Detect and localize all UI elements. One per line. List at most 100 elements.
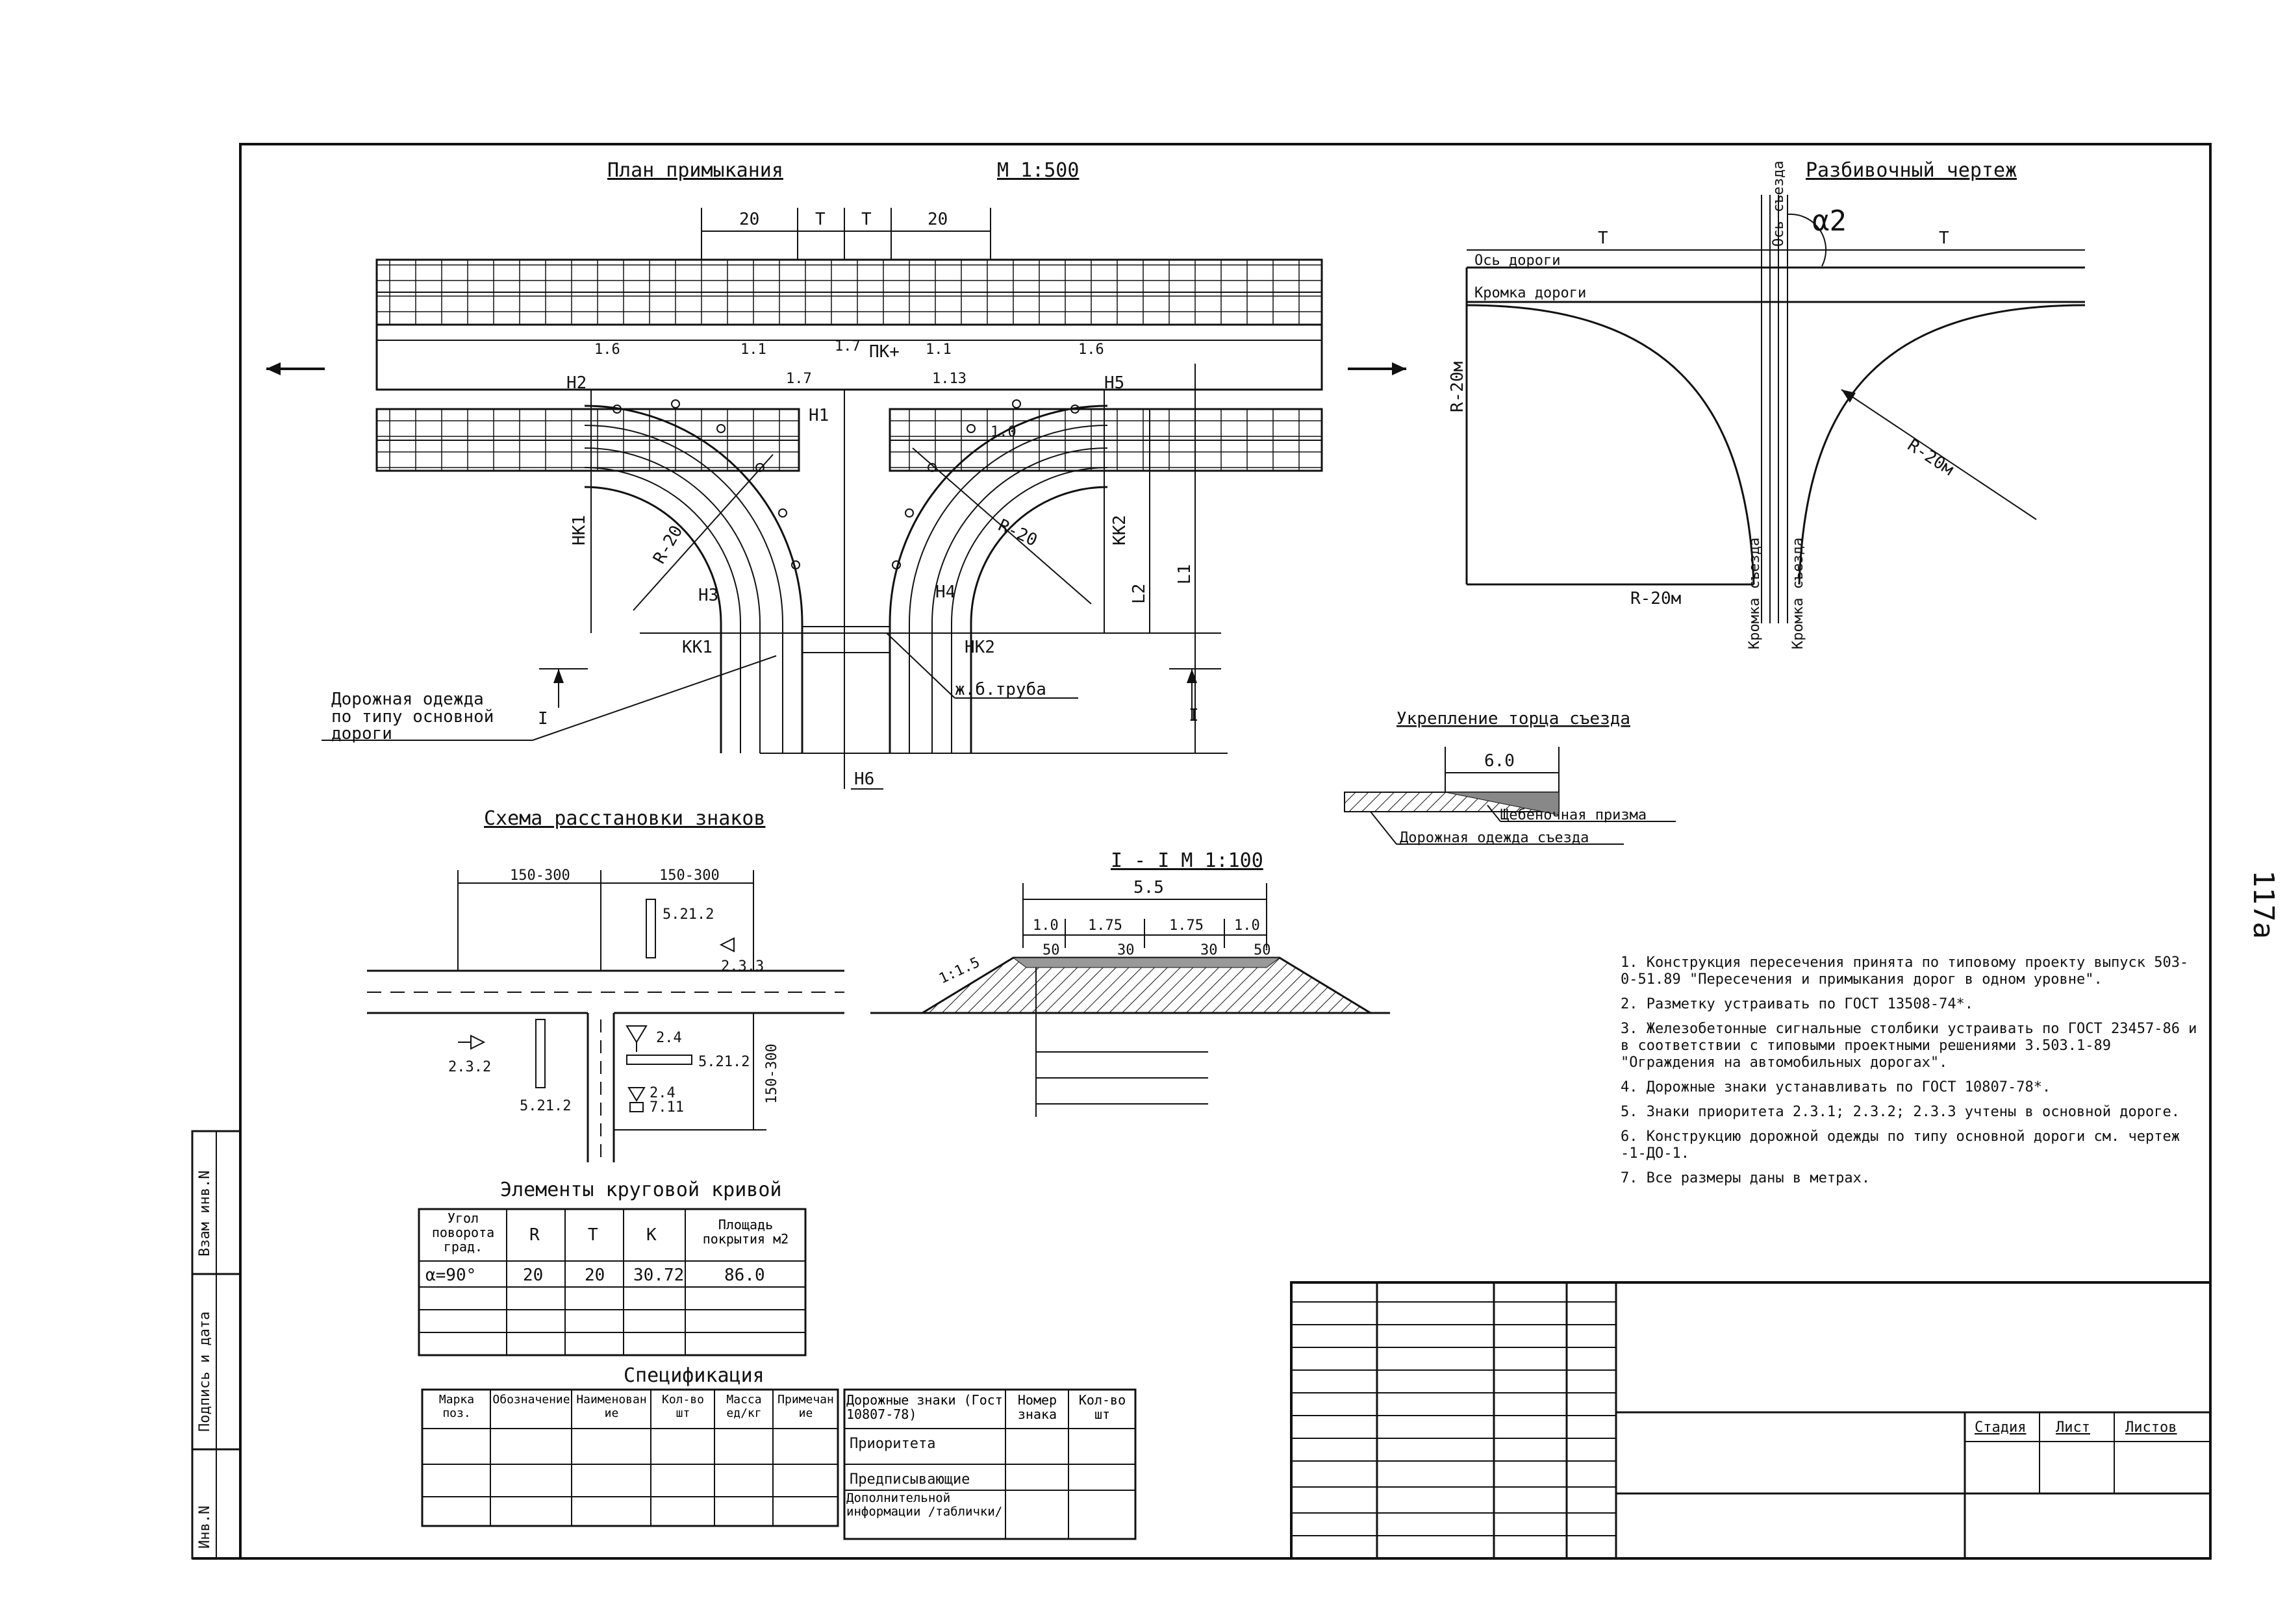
label-kk2: КК2 — [1110, 515, 1130, 545]
signs-table: Дорожные знаки (Гост 10807-78) Номер зна… — [843, 1388, 1137, 1540]
pavement-callout-3: дороги — [331, 724, 392, 743]
side-stamp-sign: Подпись и дата — [197, 1312, 213, 1432]
reinforcement-title: Укрепление торца съезда — [1396, 709, 1630, 729]
layout-r20-vertical: R-20м — [1448, 362, 1467, 412]
label-r20-left: R-20 — [650, 522, 687, 567]
section-mark-right: I — [1189, 706, 1199, 725]
curve-cell-t: 20 — [585, 1266, 605, 1285]
note-5: 5. Знаки приоритета 2.3.1; 2.3.2; 2.3.3 … — [1621, 1104, 2180, 1120]
curve-table-header-r: R — [529, 1225, 540, 1245]
label-h2: Н2 — [566, 373, 587, 393]
pavement-callout-2: по типу основной — [331, 707, 494, 727]
note-7: 7. Все размеры даны в метрах. — [1621, 1170, 1871, 1186]
layout-exit-edge-right: Кромка съезда — [1790, 538, 1806, 649]
layout-edge-label: Кромка дороги — [1474, 285, 1586, 301]
plan-dim-t-left: T — [815, 210, 826, 229]
curve-table-header-k: K — [646, 1225, 657, 1245]
stamp-sheets: Листов — [2125, 1419, 2177, 1436]
label-h1: Н1 — [809, 406, 829, 425]
spec-header-mark: Марка поз. — [438, 1393, 475, 1420]
plan-top-dims: 20 T T 20 — [701, 208, 991, 260]
plan-dim-20-right: 20 — [928, 210, 948, 229]
section-mark-left: I — [538, 709, 548, 729]
sign-label-2: 2.3.3 — [721, 958, 764, 975]
stamp-stage: Стадия — [1975, 1419, 2026, 1436]
sign-label-3: 2.3.2 — [448, 1059, 491, 1075]
radius-line-left — [633, 454, 774, 611]
label-l2: L2 — [1130, 584, 1149, 604]
signs-dim-2: 150-300 — [659, 868, 720, 884]
section-slope-1: 50 — [1042, 942, 1060, 958]
plan-title: План примыкания — [607, 159, 783, 182]
title-block: Стадия Лист Листов — [1290, 1281, 2212, 1560]
sheet-frame — [239, 143, 2212, 1560]
label-h5: Н5 — [1104, 373, 1124, 393]
slope-1: 1.6 — [594, 342, 620, 358]
layout-exit-axis: Ось съезда — [1771, 161, 1787, 247]
reinforcement-pavement: Дорожная одежда съезда — [1400, 830, 1589, 846]
spec-table: Спецификация Марка поз. Обозначение Наим… — [421, 1364, 839, 1527]
sign-label-7: 2.4 — [650, 1085, 676, 1101]
spec-header-mass: Масса ед/кг — [726, 1393, 762, 1420]
signs-scheme: Схема расстановки знаков 150-300 150-300… — [367, 807, 844, 1162]
signs-dim-1: 150-300 — [510, 868, 570, 884]
layout-alpha: α2 — [1812, 205, 1847, 238]
curve-cell-area: 86.0 — [724, 1266, 765, 1285]
signs-table-header-number: Номер знака — [1017, 1393, 1057, 1422]
section-dim-1: 1.0 — [1033, 918, 1059, 934]
slope-5: 1.6 — [1078, 342, 1104, 358]
reinforcement-dim: 6.0 — [1484, 751, 1515, 771]
signs-scheme-title: Схема расстановки знаков — [484, 807, 765, 830]
slope-6: 1.7 — [786, 371, 812, 387]
note-6: 6. Конструкцию дорожной одежды по типу о… — [1621, 1129, 2180, 1162]
layout-t-left: Т — [1598, 229, 1608, 248]
section-slope-2: 30 — [1117, 942, 1135, 958]
reinforcement-detail: Укрепление торца съезда 6.0 Щебеночная п… — [1344, 709, 1676, 846]
slope-3: 1.7 — [835, 338, 861, 355]
junction-right — [889, 399, 1108, 753]
curve-cell-k: 30.72 — [633, 1266, 684, 1285]
sign-label-6: 5.21.2 — [698, 1054, 750, 1070]
layout-r20-diagonal: R-20м — [1904, 436, 1957, 480]
spec-header-name: Наименование — [576, 1393, 647, 1420]
label-nk2: НК2 — [965, 638, 995, 657]
signs-row-additional: Дополнительной информации /таблички/ — [846, 1492, 1003, 1519]
signs-dim-3: 150-300 — [764, 1043, 780, 1104]
plan-dim-20-left: 20 — [739, 210, 759, 229]
section-dim-total: 5.5 — [1133, 878, 1164, 897]
layout-plan-title: Разбивочный чертеж — [1806, 159, 2017, 182]
side-stamp-inv: Инв.N — [197, 1506, 213, 1549]
pk-label: ПК+ — [869, 342, 900, 362]
junction-left — [584, 399, 803, 753]
layout-exit-edge-left: Кромка съезда — [1747, 538, 1763, 649]
curve-table-header-t: T — [588, 1225, 598, 1245]
signs-table-header-qty: Кол-во шт — [1078, 1393, 1126, 1422]
culvert-pipe — [802, 626, 891, 653]
section-slope-3: 30 — [1200, 942, 1218, 958]
pavement-callout-1: Дорожная одежда — [331, 690, 484, 709]
label-h3: Н3 — [698, 586, 718, 605]
note-4: 4. Дорожные знаки устанавливать по ГОСТ … — [1621, 1079, 2051, 1095]
cross-section: I - I М 1:100 5.5 1.0 1.75 1.75 1.0 1:1.… — [870, 849, 1390, 1117]
spec-header-qty: Кол-во шт — [661, 1393, 705, 1420]
label-h4: Н4 — [935, 582, 955, 602]
slope-2: 1.1 — [740, 342, 766, 358]
slope-7: 1.13 — [932, 371, 967, 387]
signs-row-mandatory: Предписывающие — [850, 1471, 970, 1488]
layout-r20-bottom: R-20м — [1630, 589, 1681, 608]
curve-table: Элементы круговой кривой Угол поворота г… — [418, 1179, 807, 1356]
label-kk1: КК1 — [682, 638, 713, 657]
label-l1: L1 — [1175, 564, 1194, 584]
section-dim-4: 1.0 — [1234, 918, 1260, 934]
page-number: 117а — [2247, 870, 2280, 939]
side-stamp: Взам инв.N Подпись и дата Инв.N — [191, 1130, 242, 1560]
note-2: 2. Разметку устраивать по ГОСТ 13508-74*… — [1621, 996, 1974, 1012]
plan-dim-t-right: T — [861, 210, 872, 229]
label-concrete-pipe: ж.б.труба — [955, 680, 1046, 699]
side-stamp-replace: Взам инв.N — [197, 1171, 213, 1256]
spec-header-code: Обозначение — [492, 1393, 570, 1406]
section-title: I - I М 1:100 — [1111, 849, 1263, 872]
signs-table-header-signs: Дорожные знаки (Гост 10807-78) — [846, 1393, 1003, 1422]
note-1: 1. Конструкция пересечения принята по ти… — [1621, 955, 2189, 988]
